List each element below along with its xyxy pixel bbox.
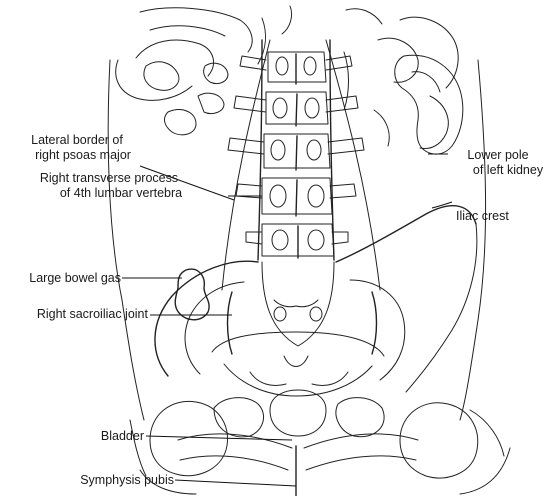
label-kidney-line2: of left kidney	[462, 163, 554, 178]
upper-bowel-outlines	[116, 6, 458, 148]
body-outline-left	[460, 60, 486, 420]
body-outline-right	[108, 60, 144, 420]
left-kidney-outline	[395, 55, 463, 154]
label-sacroiliac: Right sacroiliac joint	[0, 307, 148, 322]
label-transverse-line1: Right transverse process	[14, 171, 204, 186]
label-transverse-line2: of 4th lumbar vertebra	[26, 186, 216, 201]
bladder-outline	[270, 390, 326, 436]
label-bladder: Bladder	[60, 429, 144, 444]
label-symphysis: Symphysis pubis	[60, 473, 174, 488]
label-bowel-gas: Large bowel gas	[0, 271, 121, 286]
right-psoas-border	[222, 40, 270, 290]
label-kidney-line1: Lower pole	[452, 148, 544, 163]
label-iliac-crest: Iliac crest	[456, 209, 509, 224]
label-psoas-line1: Lateral border of	[2, 133, 152, 148]
lumbar-spine	[228, 40, 364, 260]
label-psoas-line2: right psoas major	[8, 148, 158, 163]
right-sacroiliac-joint	[228, 292, 233, 354]
